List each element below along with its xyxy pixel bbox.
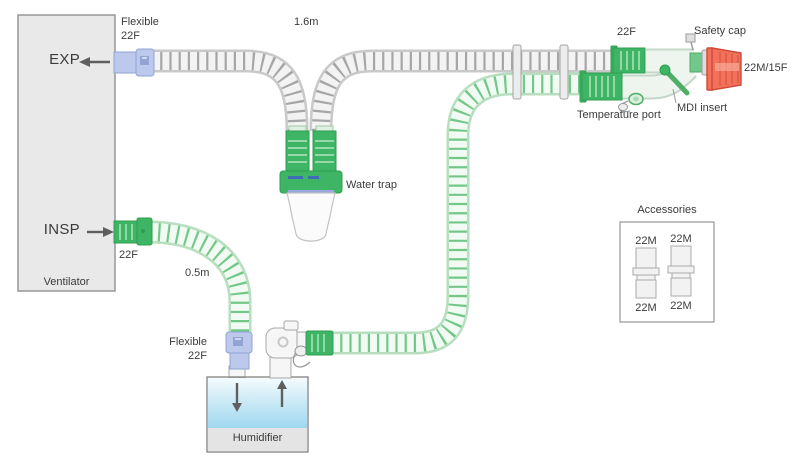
inspiratory-tube-short — [148, 220, 252, 334]
accessories-title: Accessories — [637, 204, 697, 216]
insp-flow-arrow-icon — [87, 227, 114, 237]
safety-cap-label: Safety cap — [694, 25, 746, 37]
tube-clip — [559, 44, 569, 100]
safety-cap-tether — [685, 33, 696, 51]
humidifier-inlet-arrow-icon — [232, 383, 242, 412]
humidifier-outlet-elbow — [265, 320, 334, 379]
elbow-port-tether — [292, 351, 311, 368]
tube-clip — [512, 44, 522, 100]
humidifier-label: Humidifier — [232, 432, 283, 444]
inspiratory-tube-long — [331, 72, 583, 355]
insp-port-label: INSP — [43, 221, 80, 238]
accessories-box — [619, 221, 715, 323]
wye-temperature-port — [618, 92, 644, 113]
humidifier-outlet-arrow-icon — [277, 380, 287, 407]
adapter-label: 22M — [670, 233, 692, 245]
exp-flexible-connector-label: Flexible 22F — [121, 16, 159, 42]
adapter-label: 22M — [635, 302, 657, 314]
humidifier-chamber — [206, 376, 309, 453]
exp-flow-arrow-icon — [79, 57, 110, 67]
adapter-label: 22M — [670, 300, 692, 312]
water-trap-cup — [286, 192, 336, 242]
insp-limb-length-label: 0.5m — [185, 267, 210, 279]
patient-wye — [579, 33, 742, 113]
elbow-port-cap — [294, 345, 308, 357]
adapter-22m — [632, 247, 660, 299]
adapter-22m — [667, 245, 695, 297]
humidifier-base — [208, 428, 307, 451]
mdi-insert-port — [659, 64, 690, 104]
humidifier-flexible-connector — [225, 331, 253, 370]
exp-flexible-connector — [113, 48, 155, 77]
patient-connector-label: 22F — [617, 26, 636, 38]
water-trap — [279, 125, 343, 242]
patient-end-size-label: 22M/15F — [744, 62, 788, 74]
humidifier-connector-label: Flexible 22F — [169, 336, 207, 362]
water-trap-cap — [279, 170, 343, 194]
patient-end-red-cap — [706, 47, 742, 91]
insp-connector — [113, 217, 153, 246]
ventilator-label: Ventilator — [43, 276, 90, 288]
expiratory-tube — [151, 49, 616, 132]
insp-connector-label: 22F — [119, 249, 138, 261]
elbow-temperature-port — [283, 320, 299, 331]
mdi-pointer-line — [672, 88, 677, 104]
temperature-port-label: Temperature port — [577, 109, 661, 121]
adapter-label: 22M — [635, 235, 657, 247]
ventilator-box — [17, 14, 116, 292]
tube-clips — [512, 44, 569, 100]
humidifier-water — [208, 378, 307, 428]
exp-port-label: EXP — [49, 51, 80, 68]
wye-insp-connector — [579, 70, 623, 103]
mdi-insert-label: MDI insert — [677, 102, 728, 114]
wye-exp-connector — [610, 45, 646, 76]
water-trap-label: Water trap — [346, 179, 397, 191]
exp-limb-length-label: 1.6m — [294, 16, 319, 28]
